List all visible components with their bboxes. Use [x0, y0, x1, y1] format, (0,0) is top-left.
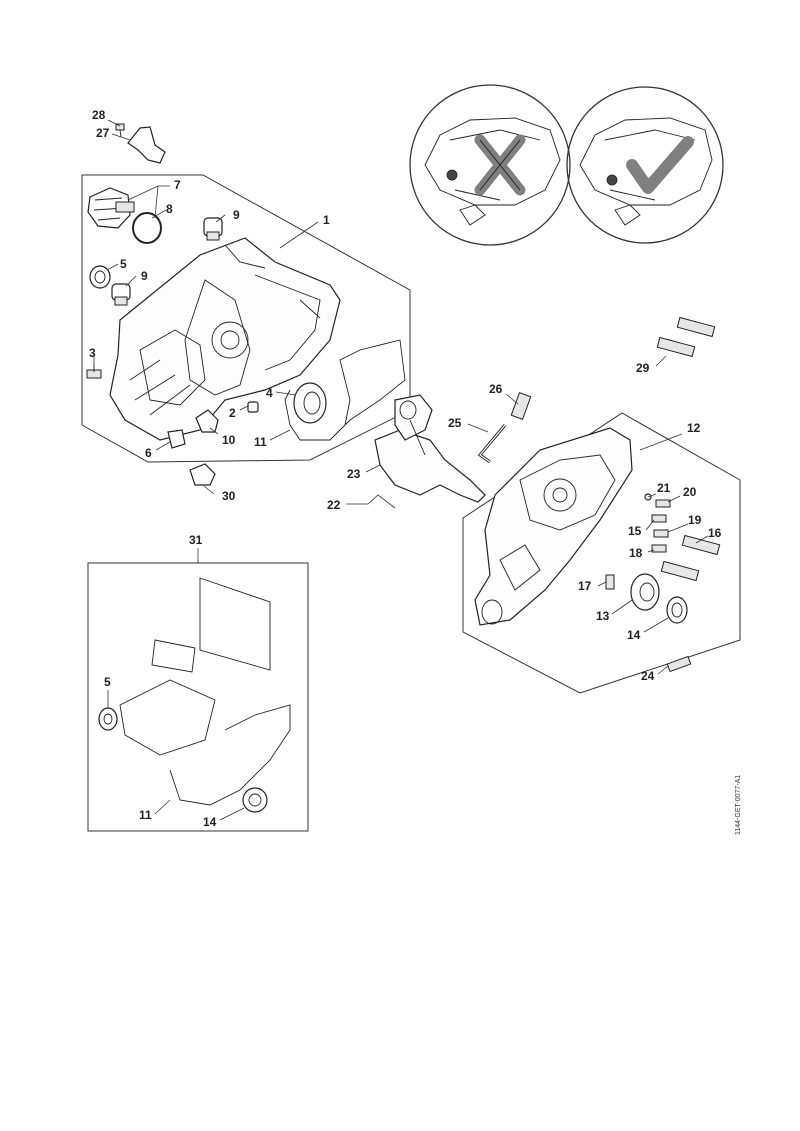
incorrect-inset: [409, 84, 571, 246]
callout-31: 31: [189, 533, 203, 547]
stud-part-16-upper: [681, 534, 721, 556]
callout-26: 26: [489, 382, 503, 396]
stud-part-16-lower: [660, 560, 700, 582]
callout-11-set: 11: [139, 808, 152, 822]
callout-28: 28: [92, 108, 106, 122]
pin-part-17: [605, 574, 615, 590]
callout-19: 19: [688, 513, 702, 527]
callout-27: 27: [96, 126, 110, 140]
callout-25: 25: [448, 416, 462, 430]
callout-12: 12: [687, 421, 701, 435]
plug-part-lower: [111, 283, 131, 306]
callout-30: 30: [222, 489, 236, 503]
callout-13: 13: [596, 609, 610, 623]
grommet-part-6: [167, 429, 186, 449]
stud-part-29-upper: [676, 316, 716, 338]
callout-5-set: 5: [104, 675, 111, 689]
sleeve-part-2: [247, 401, 259, 413]
plug-part-upper: [203, 217, 223, 241]
callout-2: 2: [229, 406, 236, 420]
callout-1: 1: [323, 213, 330, 227]
ball-bearing-part-4: [293, 382, 327, 424]
callout-20: 20: [683, 485, 697, 499]
callout-5: 5: [120, 257, 127, 271]
document-code: 1144-GET-0077-A1: [735, 775, 742, 835]
clip-part-10: [195, 409, 219, 433]
oil-pump-part: [87, 187, 135, 229]
gasket-large: [199, 577, 271, 671]
pin-part-19: [653, 529, 669, 538]
oil-seal-part: [89, 265, 111, 289]
callout-14: 14: [627, 628, 641, 642]
pin-part-15: [651, 514, 667, 523]
oil-seal-set-14: [242, 787, 268, 813]
crankshaft-part: [374, 394, 486, 503]
pin-part-18: [651, 544, 667, 553]
screw-part-24: [666, 655, 692, 673]
ball-bearing-part-13: [630, 573, 660, 611]
callout-9-lower: 9: [141, 269, 148, 283]
clip-part-30: [189, 463, 216, 486]
gasket-part-11: [284, 339, 406, 441]
callout-labels: 28 27 7 8 9 1 5 9 3 4 2 11 10 6 30 26 25…: [89, 108, 722, 829]
crankcase-right-frame: [462, 412, 741, 694]
callout-14-set: 14: [203, 815, 217, 829]
callout-8: 8: [166, 202, 173, 216]
callout-3: 3: [89, 346, 96, 360]
cross-mark-icon: [474, 134, 526, 196]
callout-7: 7: [174, 178, 181, 192]
gasket-small: [151, 639, 196, 673]
callout-4: 4: [266, 386, 273, 400]
callout-15: 15: [628, 524, 642, 538]
gasket-crankcase: [169, 704, 291, 806]
bracket-part: [115, 123, 166, 164]
o-ring-part: [132, 212, 162, 244]
fitting-part-26: [510, 392, 532, 420]
callout-17: 17: [578, 579, 592, 593]
gasket-cylinder: [119, 679, 216, 756]
callout-21: 21: [657, 481, 671, 495]
gasket-set-frame: [87, 562, 309, 832]
check-mark-icon: [626, 136, 694, 194]
crankcase-right-half: [474, 427, 633, 626]
screw-part-3: [86, 363, 102, 379]
pin-part-20: [655, 499, 671, 508]
oil-seal-set-5: [98, 707, 118, 731]
crankcase-left-frame: [81, 174, 411, 463]
callout-24: 24: [641, 669, 655, 683]
leader-lines: [93, 119, 709, 821]
callout-6: 6: [145, 446, 152, 460]
callout-18: 18: [629, 546, 643, 560]
callout-11: 11: [254, 435, 267, 449]
oil-seal-part-14: [666, 596, 688, 624]
crankcase-left-half: [109, 237, 341, 441]
fuel-line-part-25: [477, 424, 507, 464]
correct-inset: [566, 86, 724, 244]
callout-23: 23: [347, 467, 361, 481]
callout-10: 10: [222, 433, 236, 447]
callout-22: 22: [327, 498, 341, 512]
callout-16: 16: [708, 526, 722, 540]
stud-part-29-lower: [656, 336, 696, 358]
callout-29: 29: [636, 361, 650, 375]
callout-9: 9: [233, 208, 240, 222]
